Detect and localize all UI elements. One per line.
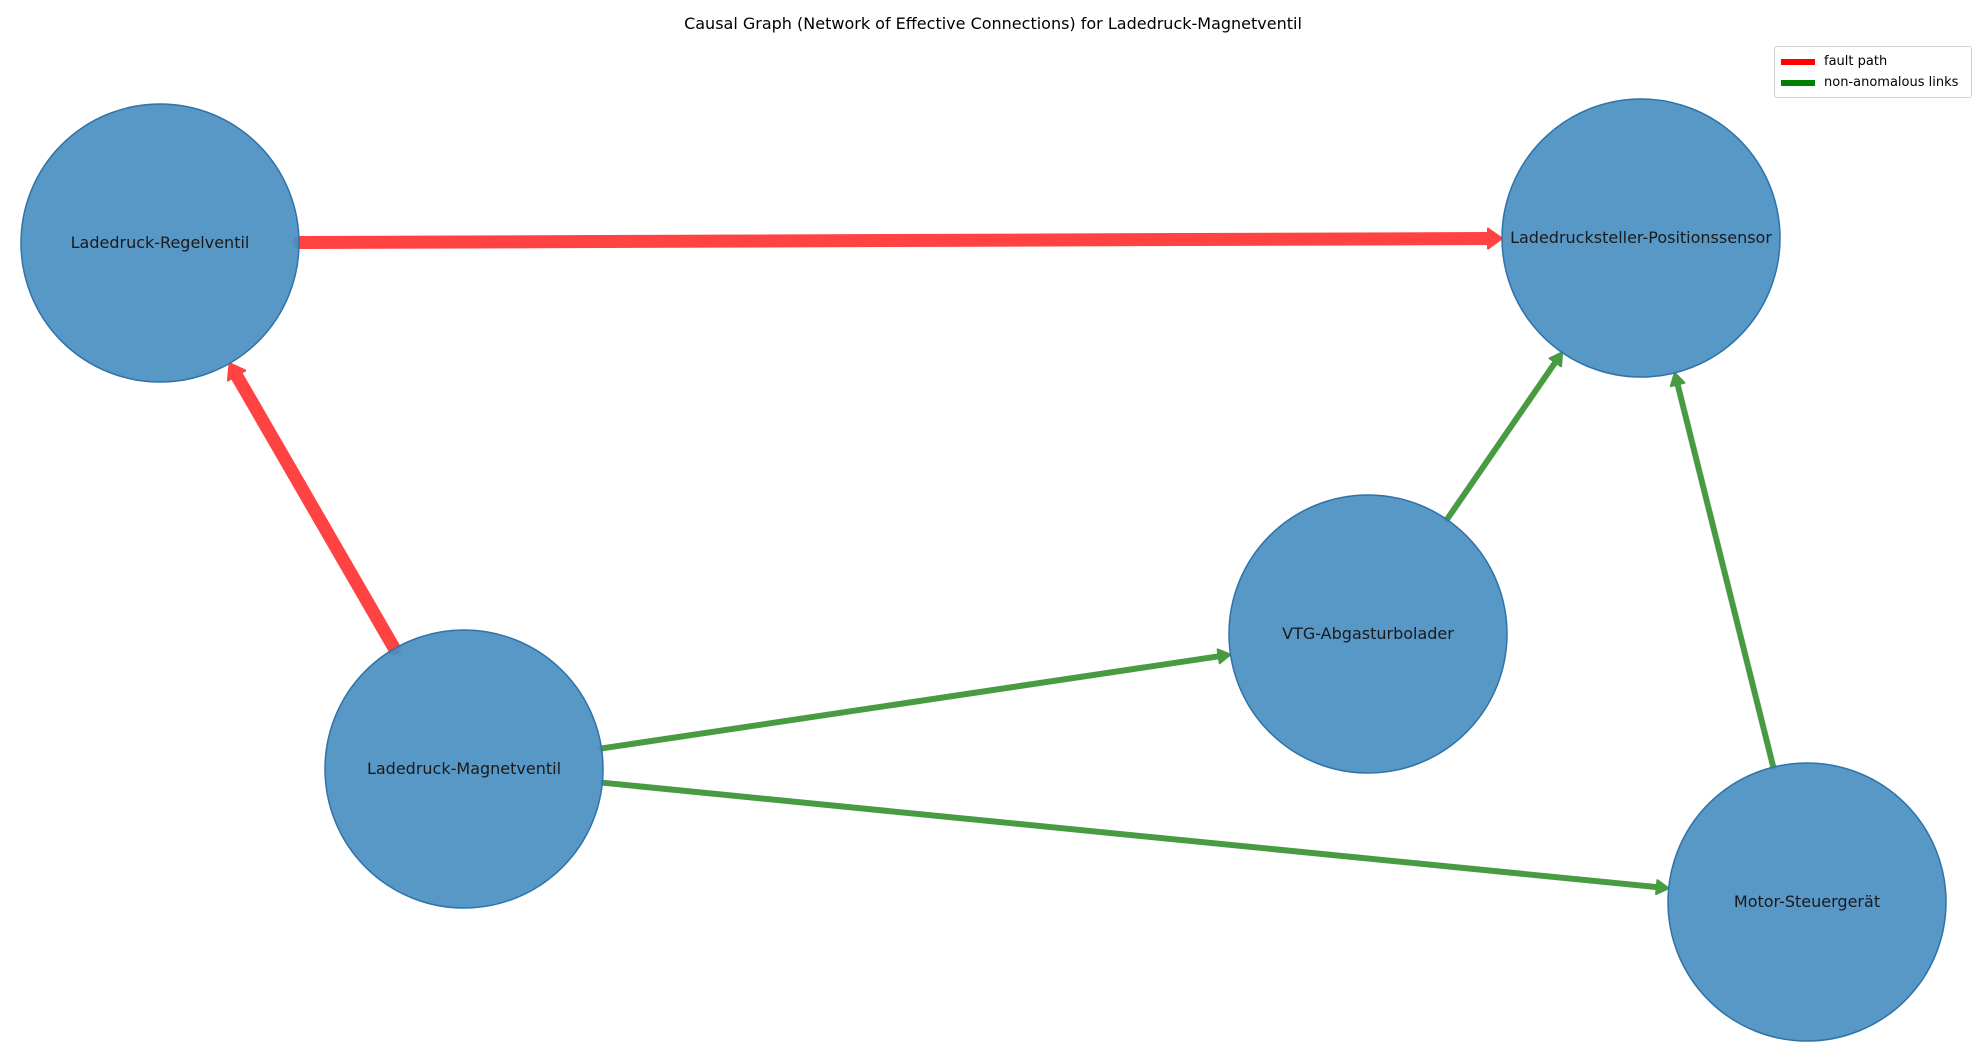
node-steuergeraet[interactable]: Motor-Steuergerät xyxy=(1667,762,1947,1042)
edge-line xyxy=(230,368,401,656)
legend-swatch-normal xyxy=(1781,79,1815,86)
node-circle[interactable] xyxy=(1667,762,1947,1042)
edge-regelventil-to-positionssensor xyxy=(292,227,1504,250)
node-vtg[interactable]: VTG-Abgasturbolader xyxy=(1228,494,1508,774)
edge-magnetventil-to-vtg xyxy=(598,648,1232,752)
legend-item-non-anomalous-links: non-anomalous links xyxy=(1781,72,1965,93)
node-label: Motor-Steuergerät xyxy=(1734,892,1880,911)
graph-title: Causal Graph (Network of Effective Conne… xyxy=(684,14,1302,33)
edge-magnetventil-to-steuergeraet xyxy=(599,779,1670,896)
node-regelventil[interactable]: Ladedruck-Regelventil xyxy=(20,103,300,383)
edge-magnetventil-to-regelventil xyxy=(226,362,401,656)
nodes-layer: Ladedruck-Regelventil Ladedrucksteller-Po… xyxy=(20,98,1947,1042)
edge-line xyxy=(599,779,1660,891)
arrowhead-icon xyxy=(1216,648,1232,665)
node-positionssensor[interactable]: Ladedrucksteller-Positionssensor xyxy=(1501,98,1781,378)
node-circle[interactable] xyxy=(1228,494,1508,774)
arrowhead-icon xyxy=(226,362,247,382)
edge-line xyxy=(1443,359,1559,523)
legend-label: fault path xyxy=(1824,54,1888,69)
node-label: Ladedrucksteller-Positionssensor xyxy=(1510,228,1772,247)
node-circle[interactable] xyxy=(324,629,604,909)
edge-line xyxy=(1674,381,1777,771)
node-label: Ladedruck-Regelventil xyxy=(71,233,250,252)
node-label: Ladedruck-Magnetventil xyxy=(367,759,561,778)
arrowhead-icon xyxy=(1486,227,1504,250)
legend-label: non-anomalous links xyxy=(1824,75,1959,90)
arrowhead-icon xyxy=(1548,351,1564,368)
node-label: VTG-Abgasturbolader xyxy=(1282,624,1454,643)
edge-line xyxy=(292,232,1495,250)
node-magnetventil[interactable]: Ladedruck-Magnetventil xyxy=(324,629,604,909)
edge-line xyxy=(598,653,1222,752)
edge-vtg-to-positionssensor xyxy=(1443,351,1564,523)
legend: fault path non-anomalous links xyxy=(1774,46,1972,98)
legend-item-fault-path: fault path xyxy=(1781,51,1965,72)
edge-steuergeraet-to-positionssensor xyxy=(1669,371,1777,771)
legend-swatch-fault xyxy=(1781,58,1815,65)
edges-layer xyxy=(226,227,1777,896)
node-circle[interactable] xyxy=(20,103,300,383)
arrowhead-icon xyxy=(1655,879,1670,896)
node-circle[interactable] xyxy=(1501,98,1781,378)
arrowhead-icon xyxy=(1669,371,1686,388)
